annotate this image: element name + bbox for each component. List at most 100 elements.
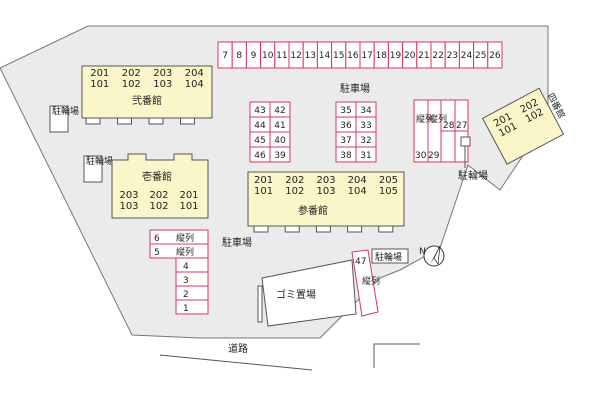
room-204: 204 [185,68,204,79]
parking-25-number: 25 [475,51,486,61]
parking-3-number: 3 [183,276,189,286]
bike-parking-box [460,136,471,147]
parking-47-number: 47 [355,257,366,267]
parking-29: 29 [428,151,440,161]
parking-23-number: 23 [447,51,458,61]
parking-40-number: 40 [274,136,286,146]
room-102: 102 [122,79,141,90]
room-103: 103 [119,201,138,212]
parking-31-number: 31 [360,151,371,161]
room-203: 203 [153,68,172,79]
room-104: 104 [185,79,204,90]
tandem-label-3: 縦列 [362,275,380,287]
parking-right-group: 縦列 縦列 28 27 30 29 [413,99,469,163]
room-201: 201 [179,190,198,201]
parking-44-number: 44 [254,121,266,131]
room-202: 202 [149,190,168,201]
parking-46-number: 46 [254,151,266,161]
parking-43-number: 43 [254,106,265,116]
parking-47: 47 縦列 [351,249,380,317]
road-label: 道路 [228,342,248,355]
parking-14-number: 14 [319,51,331,61]
parking-28: 28 [443,121,455,131]
parking-27: 27 [456,121,467,131]
room-201: 201 [90,68,109,79]
parking-15-number: 15 [333,51,344,61]
tandem-label-left: 縦列 [176,246,194,258]
parking-21-number: 21 [418,51,429,61]
parking-1-number: 1 [183,304,189,314]
parking-30: 30 [415,151,427,161]
parking-42-number: 42 [274,106,285,116]
bike-parking-label-2: 駐輪場 [86,155,113,167]
room-103: 103 [316,186,335,197]
parking-7-number: 7 [222,51,228,61]
parking-26 [487,41,503,69]
parking-19-number: 19 [390,51,402,61]
parking-block-b: 35 34 36 33 37 32 38 31 [335,101,377,163]
tandem-label-left: 縦列 [176,232,194,244]
parking-32-number: 32 [360,136,371,146]
parking-24-number: 24 [461,51,473,61]
parking-1 [175,299,209,315]
parking-38-number: 38 [340,151,352,161]
parking-5-number: 5 [154,248,160,258]
parking-39 [269,146,291,163]
parking-17-number: 17 [361,51,372,61]
parking-34-number: 34 [360,106,372,116]
room-104: 104 [348,186,367,197]
parking-26-number: 26 [489,51,501,61]
parking-16-number: 16 [347,51,359,61]
parking-13-number: 13 [305,51,316,61]
tandem-label-1: 縦列 [416,113,434,125]
parking-2 [175,285,209,301]
room-202: 202 [285,175,304,186]
room-203: 203 [119,190,138,201]
parking-2-number: 2 [183,290,189,300]
parking-33-number: 33 [360,121,371,131]
garbage-building [261,259,357,327]
road-edge-right [373,343,420,368]
parking-18-number: 18 [376,51,388,61]
parking-41-number: 41 [274,121,285,131]
parking-3 [175,271,209,287]
parking-31 [355,146,377,163]
road-edge-left [159,354,313,371]
parking-12-number: 12 [290,51,301,61]
parking-6-number: 6 [154,234,160,244]
parking-10-number: 10 [262,51,274,61]
bike-parking-label-1: 駐輪場 [52,105,79,117]
garbage-label: ゴミ置場 [276,288,316,301]
parking-4 [175,257,209,273]
room-101: 101 [254,186,273,197]
room-102: 102 [285,186,304,197]
parking-36-number: 36 [340,121,352,131]
parking-37-number: 37 [340,136,351,146]
building-ichi-name: 壱番館 [142,170,172,183]
north-arrow-icon: N [419,245,445,267]
bike-parking-label-3: 駐輪場 [458,169,488,182]
bike-parking-label-4: 駐輪場 [375,251,402,263]
parking-35-number: 35 [340,106,351,116]
room-101: 101 [90,79,109,90]
building-ni-name: 弐番館 [132,94,162,107]
tandem-label-2: 縦列 [429,113,447,125]
parking-39-number: 39 [274,151,286,161]
parking-20-number: 20 [404,51,416,61]
room-105: 105 [379,186,398,197]
room-202: 202 [122,68,141,79]
room-204: 204 [348,175,367,186]
room-103: 103 [153,79,172,90]
parking-label-west: 駐車場 [222,236,252,249]
room-205: 205 [379,175,398,186]
building-ni: 201 202 203 204 101 102 103 104 弐番館 [81,65,213,125]
room-102: 102 [149,201,168,212]
room-203: 203 [316,175,335,186]
parking-label-north: 駐車場 [340,82,370,95]
